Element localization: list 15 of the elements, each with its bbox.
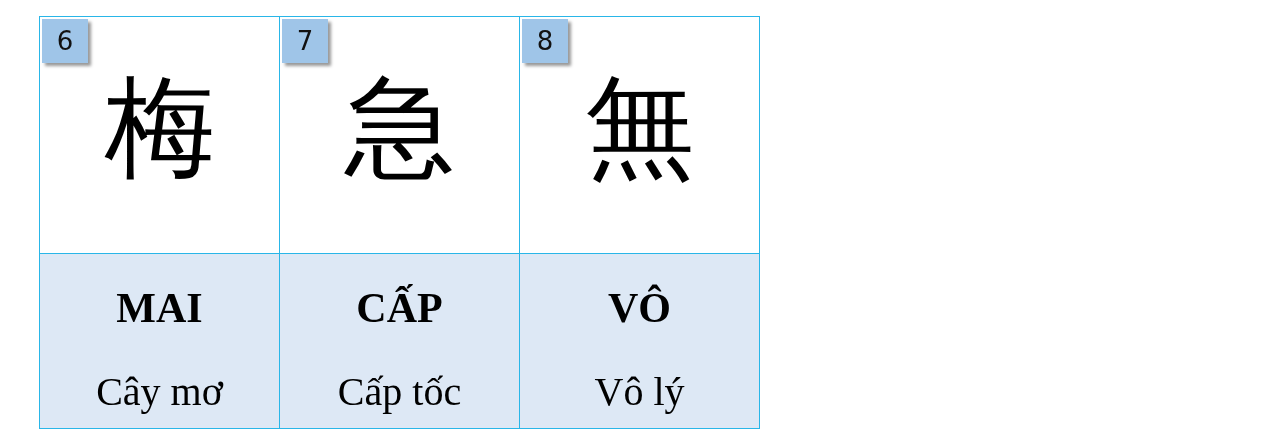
- number-badge: 8: [522, 19, 568, 63]
- meaning-text: Vô lý: [593, 370, 686, 414]
- meaning-text: Cấp tốc: [336, 370, 463, 414]
- kanji-character: 無: [583, 72, 696, 182]
- number-badge: 7: [282, 19, 328, 63]
- number-badge: 6: [42, 19, 88, 63]
- reading-text: CẤP: [355, 285, 444, 332]
- kanji-character: 急: [343, 72, 456, 182]
- flashcard: [519, 16, 760, 429]
- meaning-text: Cây mơ: [95, 370, 225, 414]
- kanji-character: 梅: [103, 72, 216, 182]
- reading-text: VÔ: [607, 285, 672, 332]
- reading-text: MAI: [115, 285, 204, 332]
- flashcard: [279, 16, 520, 429]
- flashcard: [39, 16, 280, 429]
